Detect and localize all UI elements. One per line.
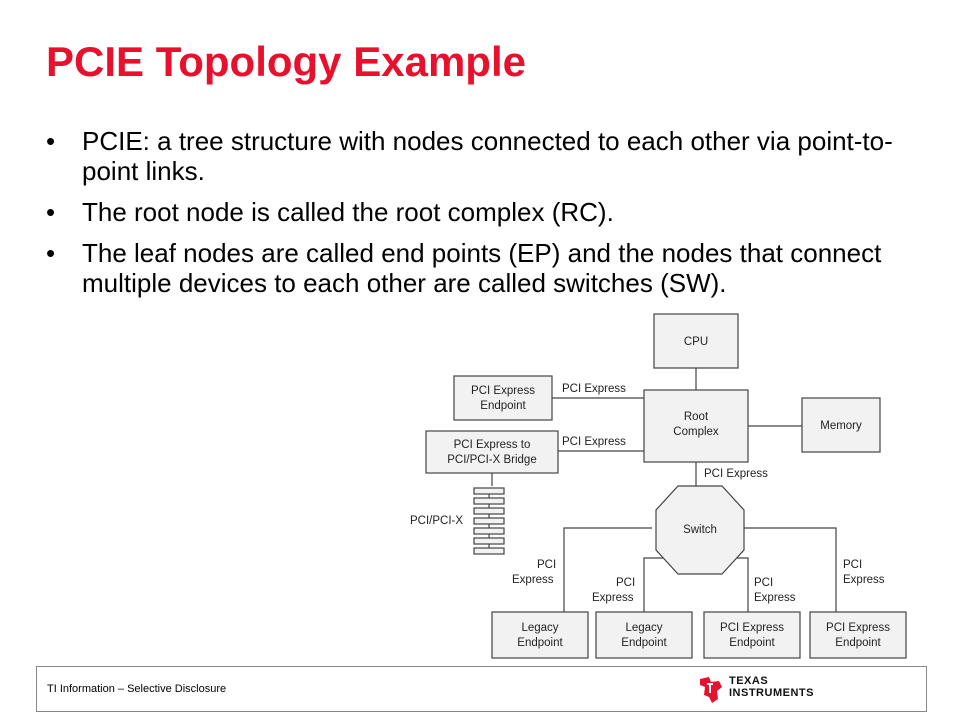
link-switch-pcie-ep-2: [740, 527, 837, 612]
pcie-endpoint-label-line1: PCI Express: [471, 385, 535, 397]
ti-wordmark: TEXAS INSTRUMENTS: [729, 675, 814, 699]
bullet-text: PCIE: a tree structure with nodes connec…: [82, 126, 893, 186]
pcie-topology-diagram: PCI/PCI-X CPU Root Complex Memory PCI Ex…: [410, 313, 907, 659]
bullet-text: The root node is called the root complex…: [82, 197, 614, 227]
diagram-links: [491, 368, 837, 612]
cpu-node: CPU: [653, 313, 739, 369]
pcie-endpoint-1-line2: Endpoint: [729, 637, 775, 649]
legacy-endpoint-2-line2: Endpoint: [621, 637, 667, 649]
pcie-endpoint-2-line2: Endpoint: [835, 637, 881, 649]
switch-node: Switch: [655, 485, 745, 575]
bridge-node: PCI Express to PCI/PCI-X Bridge: [425, 430, 559, 474]
link-label-pcie-ep-2-line2: Express: [843, 574, 885, 586]
link-switch-legacy-2: [643, 557, 670, 612]
bullet-item: • PCIE: a tree structure with nodes conn…: [46, 126, 906, 186]
ti-wordmark-line2: INSTRUMENTS: [729, 687, 814, 699]
legacy-endpoint-2-line1: Legacy: [625, 622, 662, 634]
bullet-text: The leaf nodes are called end points (EP…: [82, 238, 882, 298]
root-complex-label-line1: Root: [684, 411, 709, 423]
legacy-endpoint-node-1: Legacy Endpoint: [491, 611, 589, 659]
ti-wordmark-line1: TEXAS: [729, 675, 769, 687]
memory-label: Memory: [820, 420, 862, 432]
legacy-endpoint-node-2: Legacy Endpoint: [595, 611, 693, 659]
switch-label: Switch: [683, 524, 717, 536]
pci-bus-stack: [473, 487, 505, 555]
cpu-label: CPU: [684, 336, 708, 348]
pcie-endpoint-2-line1: PCI Express: [826, 622, 890, 634]
link-label-bridge-rc: PCI Express: [562, 436, 626, 448]
pcie-endpoint-node-1: PCI Express Endpoint: [703, 611, 801, 659]
link-label-legacy-2-line2: Express: [592, 592, 634, 604]
link-switch-legacy-1: [563, 527, 652, 612]
link-label-rc-switch: PCI Express: [704, 468, 768, 480]
legacy-endpoint-1-line1: Legacy: [521, 622, 558, 634]
link-label-legacy-2-line1: PCI: [616, 577, 635, 589]
footer-bar: TI Information – Selective Disclosure TE…: [36, 666, 927, 712]
link-label-pcie-ep-1-line1: PCI: [754, 577, 773, 589]
pcie-endpoint-label-line2: Endpoint: [480, 400, 526, 412]
texas-instruments-logo-icon: [700, 677, 722, 703]
legacy-endpoint-1-line2: Endpoint: [517, 637, 563, 649]
pci-bus-label: PCI/PCI-X: [410, 515, 463, 527]
link-label-pcie-ep-2-line1: PCI: [843, 559, 862, 571]
root-complex-node: Root Complex: [643, 389, 749, 463]
bridge-label-line1: PCI Express to: [454, 439, 531, 451]
bullet-item: • The root node is called the root compl…: [46, 197, 906, 227]
root-complex-label-line2: Complex: [673, 426, 719, 438]
link-label-legacy-1-line1: PCI: [537, 559, 556, 571]
bullet-symbol: •: [46, 197, 56, 227]
bullet-item: • The leaf nodes are called end points (…: [46, 238, 906, 298]
link-label-endpoint-rc: PCI Express: [562, 383, 626, 395]
link-label-pcie-ep-1-line2: Express: [754, 592, 796, 604]
bridge-label-line2: PCI/PCI-X Bridge: [447, 454, 536, 466]
bullet-symbol: •: [46, 126, 56, 156]
pcie-endpoint-1-line1: PCI Express: [720, 622, 784, 634]
slide-title: PCIE Topology Example: [46, 38, 526, 85]
pcie-endpoint-node-2: PCI Express Endpoint: [809, 611, 907, 659]
bullet-list: • PCIE: a tree structure with nodes conn…: [46, 126, 906, 309]
bullet-symbol: •: [46, 238, 56, 268]
memory-node: Memory: [801, 397, 881, 453]
pcie-endpoint-node: PCI Express Endpoint: [453, 375, 553, 421]
link-label-legacy-1-line2: Express: [512, 574, 554, 586]
footer-disclosure-text: TI Information – Selective Disclosure: [47, 683, 227, 695]
